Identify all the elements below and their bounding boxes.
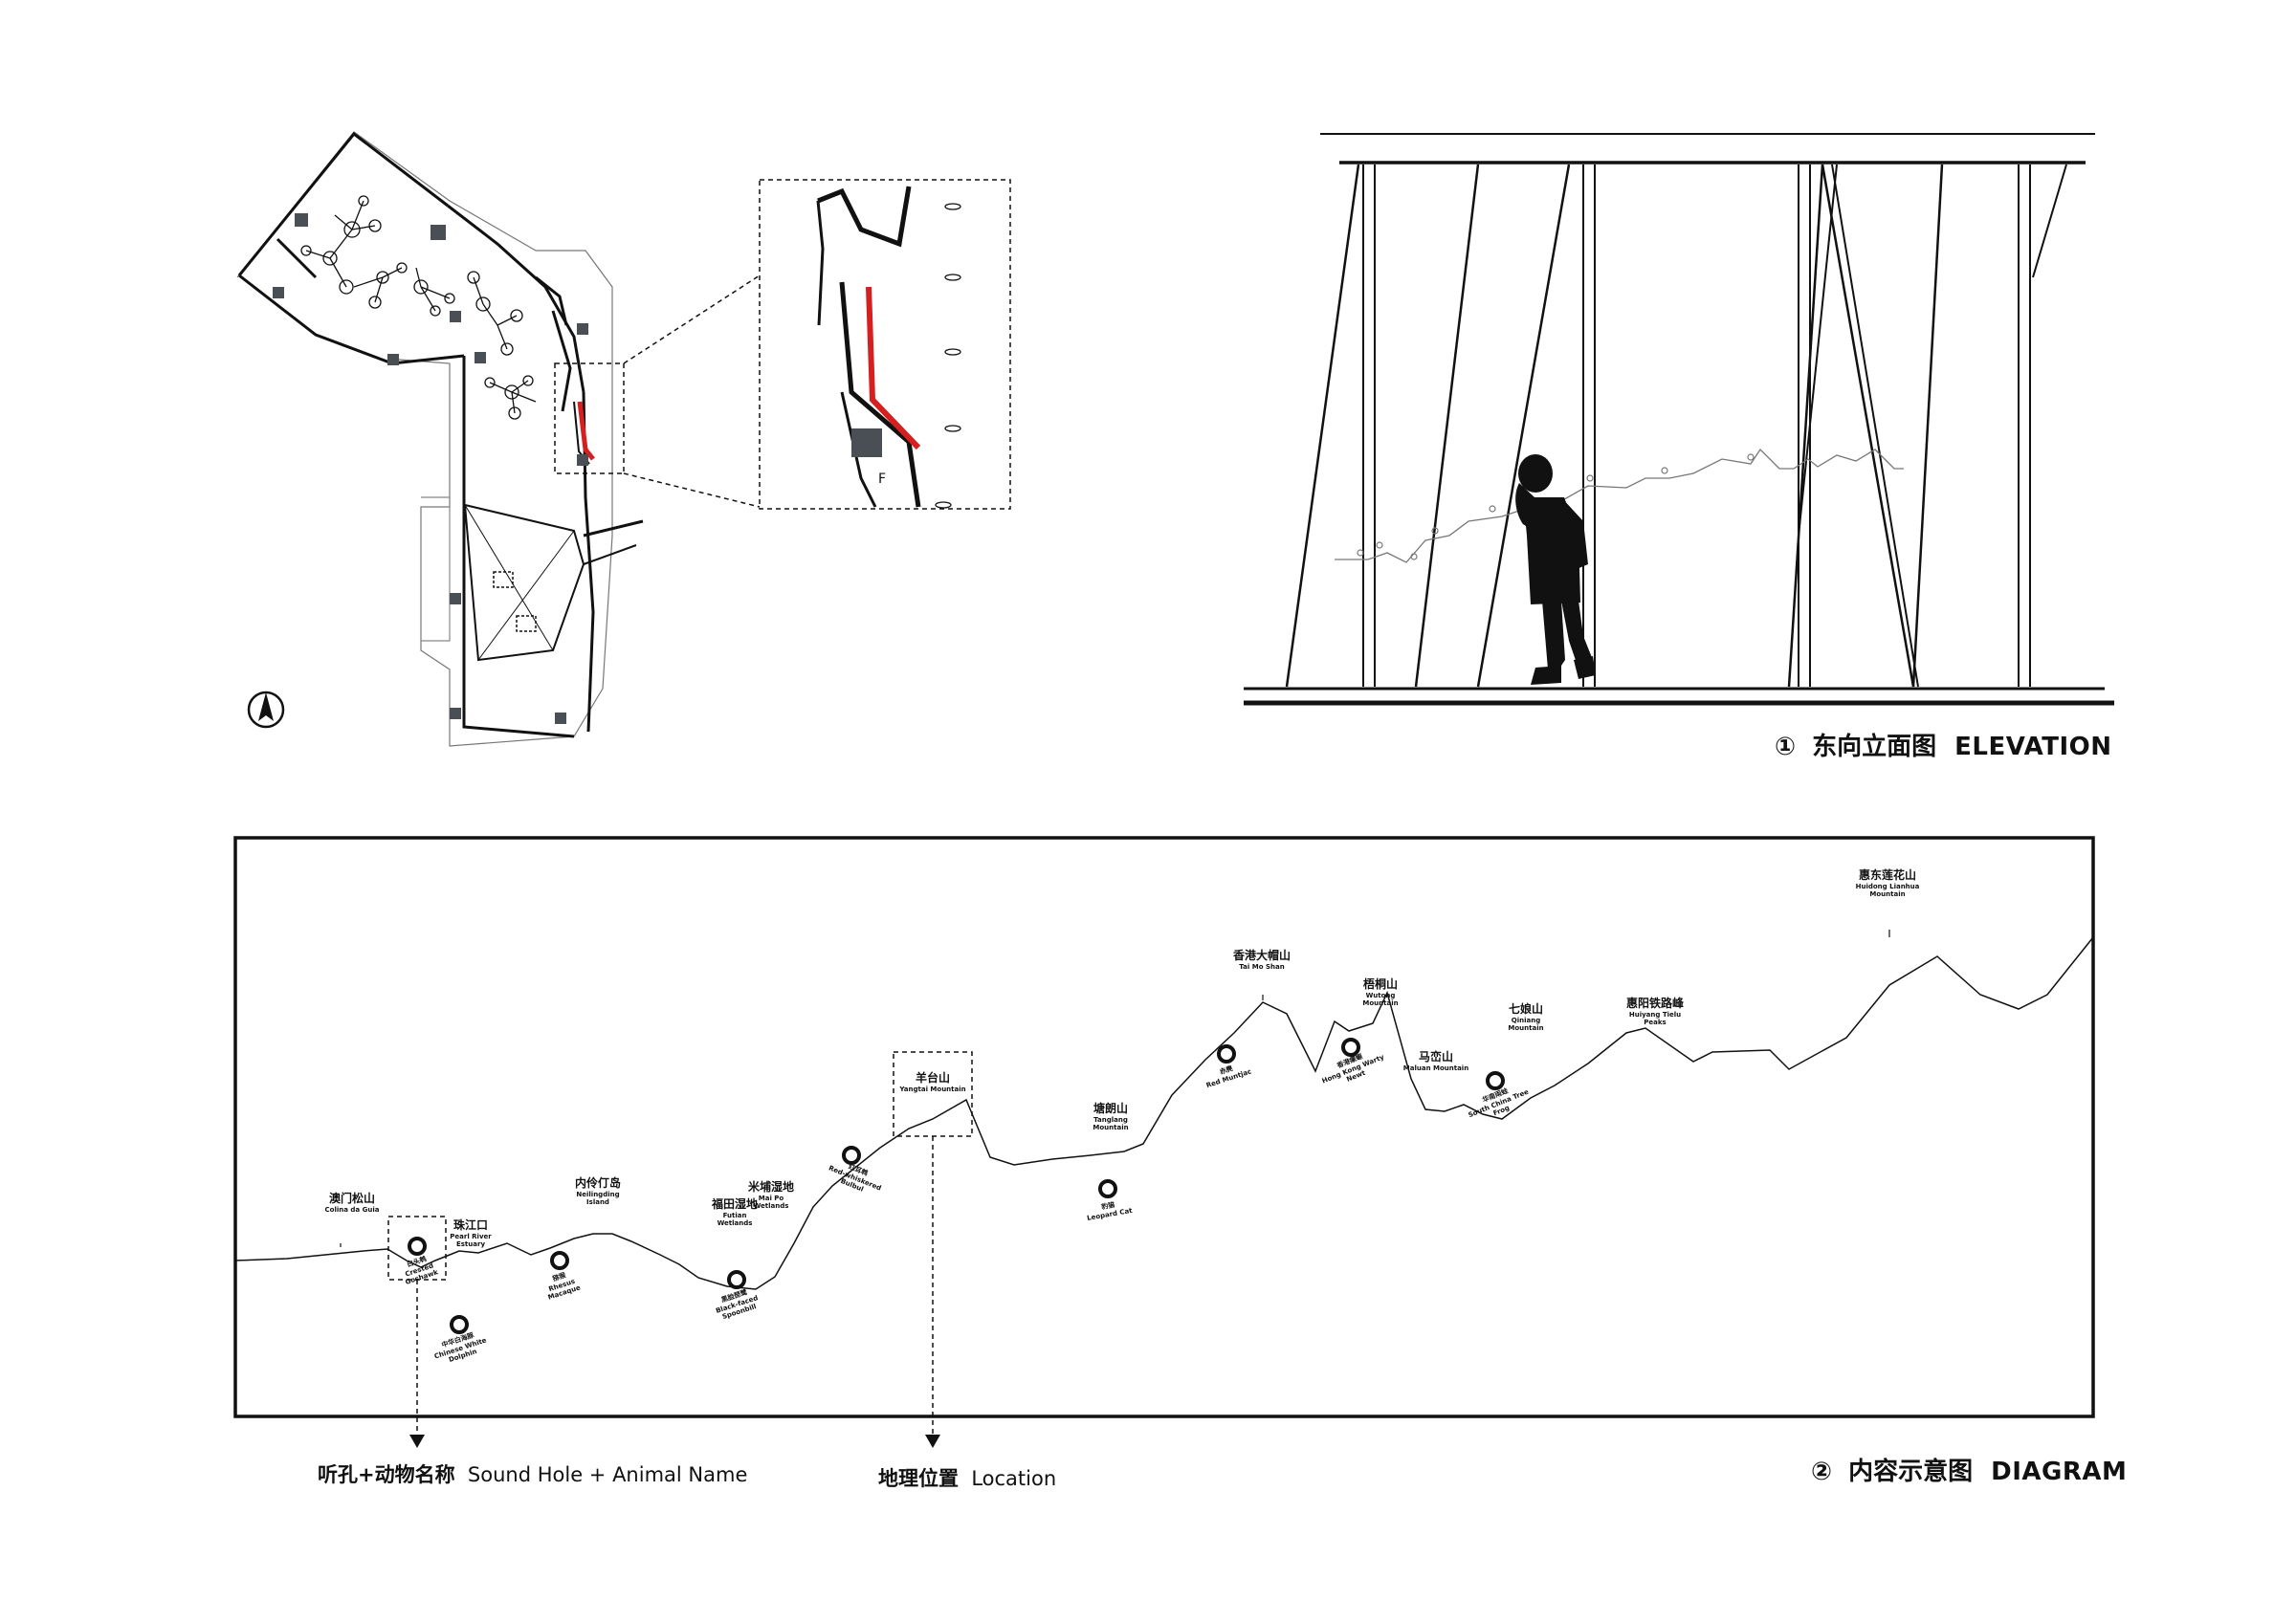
location-zh: 七娘山 xyxy=(1508,1002,1543,1016)
legend-sound-hole: 听孔+动物名称 Sound Hole + Animal Name xyxy=(318,1459,747,1488)
column-blocks xyxy=(273,213,588,724)
location-en: Wutong Mountain xyxy=(1362,992,1399,1007)
location-label: 珠江口 Pearl River Estuary xyxy=(442,1217,499,1248)
legend-sound-hole-en: Sound Hole + Animal Name xyxy=(467,1463,748,1486)
location-en: Mai Po Wetlands xyxy=(753,1195,789,1210)
location-label: 惠东莲花山 Huidong Lianhua Mountain xyxy=(1844,866,1931,898)
location-en: Futian Wetlands xyxy=(717,1212,753,1227)
peak-ticks xyxy=(340,930,1890,1247)
location-en: Tai Mo Shan xyxy=(1239,963,1285,971)
location-en: Colina da Guia xyxy=(324,1206,380,1214)
location-label: 惠阳铁路峰 Huiyang Tielu Peaks xyxy=(1617,995,1693,1026)
location-en: Huidong Lianhua Mountain xyxy=(1855,883,1920,898)
elevation-caption-en: ELEVATION xyxy=(1954,733,2112,761)
location-en: Tanglang Mountain xyxy=(1093,1116,1129,1131)
sound-hole-dolphin xyxy=(450,1315,469,1334)
location-en: Maluan Mountain xyxy=(1402,1064,1469,1072)
location-label: 米埔湿地 Mai Po Wetlands xyxy=(742,1178,800,1210)
sound-hole-leopard-cat xyxy=(1098,1179,1117,1198)
elevation-caption: ① 东向立面图 ELEVATION xyxy=(1775,727,2111,762)
location-zh: 内伶仃岛 xyxy=(574,1176,621,1190)
sound-hole-spoonbill xyxy=(727,1270,746,1289)
location-zh: 梧桐山 xyxy=(1362,977,1398,991)
location-en: Neilingding Island xyxy=(576,1191,620,1206)
location-zh: 香港大帽山 xyxy=(1232,949,1291,962)
diagram-frame xyxy=(233,836,2095,1418)
location-label: 梧桐山 Wutong Mountain xyxy=(1347,976,1414,1007)
location-zh: 米埔湿地 xyxy=(747,1180,794,1194)
legend-location-en: Location xyxy=(971,1467,1057,1490)
location-label: 羊台山 Yangtai Mountain xyxy=(899,1069,966,1093)
location-label: 福田湿地 Futian Wetlands xyxy=(706,1195,763,1227)
svg-text:F: F xyxy=(878,472,886,487)
sound-hole-markers xyxy=(408,1038,1505,1334)
location-zh: 珠江口 xyxy=(453,1218,488,1232)
diagram-caption-en: DIAGRAM xyxy=(1991,1458,2128,1486)
elevation-drawing xyxy=(1244,133,2114,706)
location-zh: 惠阳铁路峰 xyxy=(1625,997,1684,1010)
floor-plan xyxy=(236,131,761,747)
sound-hole-network xyxy=(300,195,537,420)
location-label: 澳门松山 Colina da Guia xyxy=(323,1190,381,1214)
location-label: 马峦山 Maluan Mountain xyxy=(1402,1048,1469,1072)
diagram-caption: ② 内容示意图 DIAGRAM xyxy=(1811,1452,2127,1487)
diagram-caption-zh: 内容示意图 xyxy=(1848,1458,1974,1486)
location-en: Pearl River Estuary xyxy=(450,1233,492,1248)
location-label: 塘朗山 Tanglang Mountain xyxy=(1077,1100,1144,1131)
leader-arrowheads xyxy=(409,1435,940,1448)
detail-zoom-box: F xyxy=(759,179,1011,510)
legend-callouts xyxy=(387,1051,973,1435)
north-arrow-icon xyxy=(247,691,285,729)
location-label: 香港大帽山 Tai Mo Shan xyxy=(1228,947,1295,971)
location-en: Yangtai Mountain xyxy=(899,1086,966,1093)
legend-location-zh: 地理位置 xyxy=(878,1467,959,1490)
location-zh: 惠东莲花山 xyxy=(1858,868,1916,882)
sound-hole-macaque xyxy=(550,1251,569,1270)
location-zh: 塘朗山 xyxy=(1093,1102,1128,1115)
sound-hole-bulbul xyxy=(842,1146,861,1165)
location-zh: 羊台山 xyxy=(915,1071,950,1085)
sound-hole-tree-frog xyxy=(1486,1071,1505,1090)
elevation-caption-zh: 东向立面图 xyxy=(1812,733,1937,761)
sound-hole-newt xyxy=(1341,1038,1360,1057)
diagram-caption-number: ② xyxy=(1811,1458,1833,1486)
terrain-profile xyxy=(234,936,2094,1290)
sound-hole-goshawk xyxy=(408,1237,427,1256)
legend-sound-hole-zh: 听孔+动物名称 xyxy=(318,1463,455,1486)
location-en: Qiniang Mountain xyxy=(1508,1017,1544,1032)
location-zh: 马峦山 xyxy=(1418,1050,1453,1064)
location-label: 七娘山 Qiniang Mountain xyxy=(1492,1000,1559,1032)
location-zh: 福田湿地 xyxy=(711,1197,758,1211)
location-label: 内伶仃岛 Neilingding Island xyxy=(564,1174,631,1206)
sound-hole-muntjac xyxy=(1217,1044,1236,1064)
location-zh: 澳门松山 xyxy=(328,1192,375,1205)
elevation-caption-number: ① xyxy=(1775,733,1797,761)
location-en: Huiyang Tielu Peaks xyxy=(1628,1011,1682,1026)
legend-location: 地理位置 Location xyxy=(878,1463,1056,1492)
person-silhouette xyxy=(1515,454,1596,685)
